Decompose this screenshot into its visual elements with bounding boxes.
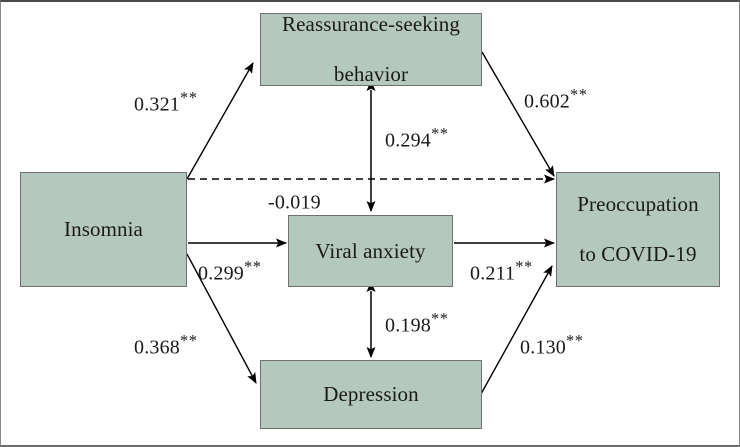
significance-stars: ** [431, 124, 449, 143]
significance-stars: ** [180, 331, 198, 350]
edge-insomnia-to-reassurance [186, 62, 254, 180]
significance-stars: ** [244, 257, 262, 276]
edge-label-insomnia-to-viral-anxiety: 0.299** [198, 257, 261, 286]
edge-insomnia-to-depression [186, 253, 257, 384]
coefficient-value: -0.019 [268, 191, 321, 214]
node-reassurance-seeking-behavior[interactable]: Reassurance-seeking behavior [260, 12, 482, 86]
edge-label-insomnia-to-depression: 0.368** [134, 331, 197, 360]
edge-label-reassurance-viral-anxiety: 0.294** [385, 124, 448, 153]
node-preoccupation-line1: Preoccupation [577, 192, 699, 217]
node-preoccupation-label: Preoccupation to COVID-19 [565, 192, 710, 266]
coefficient-value: 0.294 [385, 129, 431, 152]
node-viral-anxiety-label: Viral anxiety [315, 238, 426, 263]
edge-reassurance-to-preoccupation [481, 51, 555, 177]
node-reassurance-line2: behavior [333, 61, 409, 86]
significance-stars: ** [566, 331, 584, 350]
node-insomnia-label: Insomnia [64, 217, 143, 242]
coefficient-value: 0.368 [134, 336, 180, 359]
node-reassurance-label: Reassurance-seeking behavior [270, 12, 472, 86]
node-reassurance-line1: Reassurance-seeking [282, 12, 460, 37]
edge-label-reassurance-to-preoccupation: 0.602** [524, 85, 587, 114]
node-depression[interactable]: Depression [260, 360, 482, 429]
coefficient-value: 0.211 [470, 262, 516, 285]
coefficient-value: 0.299 [198, 262, 244, 285]
significance-stars: ** [515, 257, 533, 276]
node-insomnia[interactable]: Insomnia [20, 172, 187, 287]
edge-depression-to-preoccupation [480, 265, 553, 395]
significance-stars: ** [570, 85, 588, 104]
coefficient-value: 0.321 [134, 93, 180, 116]
node-viral-anxiety[interactable]: Viral anxiety [288, 215, 453, 287]
coefficient-value: 0.198 [385, 314, 431, 337]
significance-stars: ** [431, 309, 449, 328]
node-preoccupation-to-covid-19[interactable]: Preoccupation to COVID-19 [556, 172, 720, 287]
coefficient-value: 0.602 [524, 90, 570, 113]
node-preoccupation-line2: to COVID-19 [579, 241, 697, 266]
edge-label-insomnia-to-preoccupation: -0.019 [268, 186, 321, 215]
edge-label-viral-anxiety-to-preoccupation: 0.211** [470, 257, 533, 286]
coefficient-value: 0.130 [520, 336, 566, 359]
edge-label-depression-to-preoccupation: 0.130** [520, 331, 583, 360]
edge-label-insomnia-to-reassurance: 0.321** [134, 88, 197, 117]
node-depression-label: Depression [323, 382, 419, 407]
significance-stars: ** [180, 88, 198, 107]
edge-label-viral-anxiety-depression: 0.198** [385, 309, 448, 338]
